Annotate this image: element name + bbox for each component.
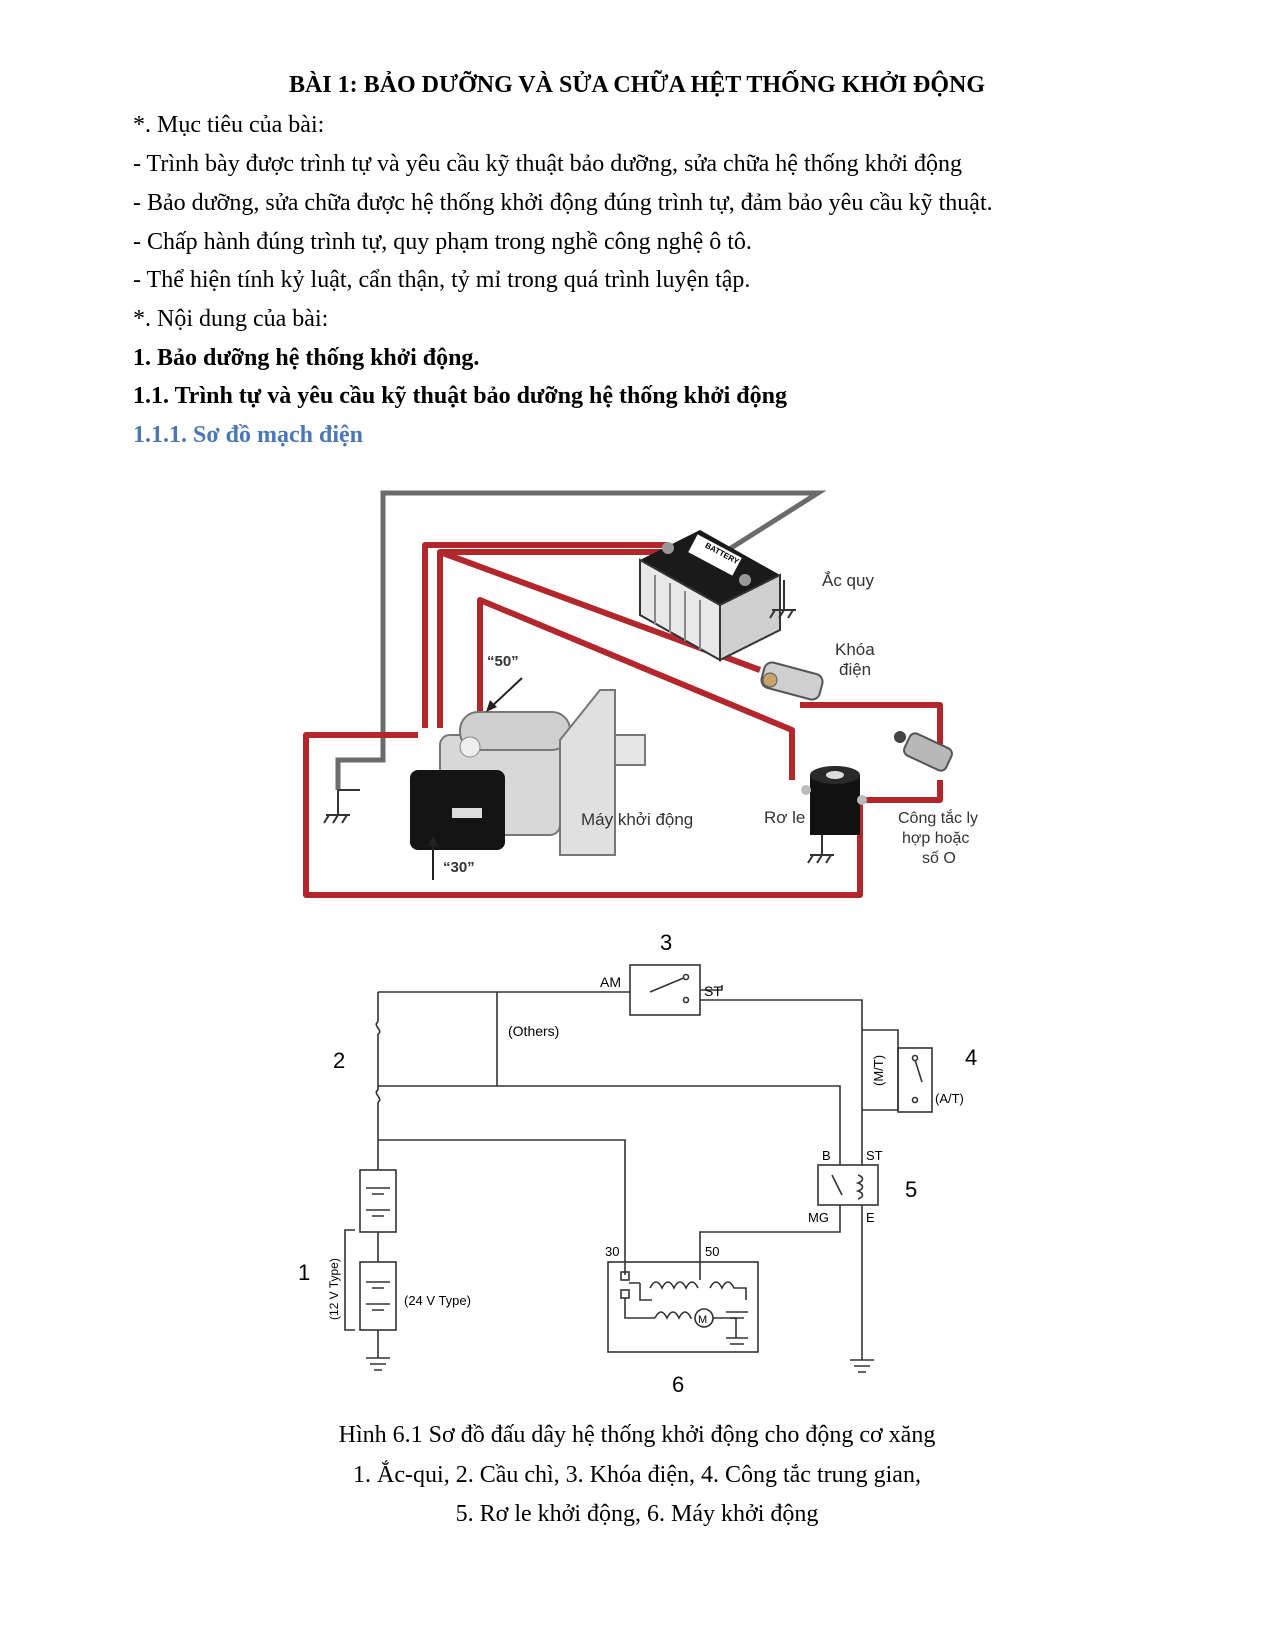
label-30: 30 bbox=[605, 1244, 619, 1259]
ignition-switch-icon bbox=[760, 661, 824, 701]
fuse-symbol bbox=[375, 1021, 381, 1035]
label-others: (Others) bbox=[508, 1023, 559, 1039]
label-2: 2 bbox=[333, 1048, 345, 1073]
figure-caption: 5. Rơ le khởi động, 6. Máy khởi động bbox=[455, 1501, 819, 1527]
label-12v: (12 V Type) bbox=[327, 1258, 341, 1320]
terminal-50-label: “50” bbox=[487, 653, 519, 670]
motor-symbol: M bbox=[698, 1314, 707, 1326]
label-3: 3 bbox=[660, 930, 672, 955]
objective-item: - Chấp hành đúng trình tự, quy phạm tron… bbox=[133, 229, 752, 255]
ignition-label: Khóa bbox=[835, 640, 875, 659]
relay-to-switch-wire bbox=[850, 780, 943, 803]
figure-caption: 1. Ắc-qui, 2. Cầu chì, 3. Khóa điện, 4. … bbox=[353, 1462, 921, 1488]
starter-motor-icon bbox=[410, 689, 646, 856]
label-am: AM bbox=[600, 974, 621, 990]
label-mg: MG bbox=[808, 1210, 829, 1225]
terminal-50-arrow bbox=[489, 677, 523, 709]
ground-symbol bbox=[769, 609, 796, 619]
objectives-heading: *. Mục tiêu của bài: bbox=[133, 112, 325, 138]
objective-item: - Bảo dưỡng, sửa chữa được hệ thống khởi… bbox=[133, 190, 993, 216]
label-6: 6 bbox=[672, 1372, 684, 1397]
label-24v: (24 V Type) bbox=[404, 1293, 471, 1308]
label-5: 5 bbox=[905, 1177, 917, 1202]
ground-wire bbox=[335, 490, 827, 790]
battery-label: Ắc quy bbox=[822, 571, 874, 590]
subsection-heading: 1.1. Trình tự và yêu cầu kỹ thuật bảo dư… bbox=[133, 383, 787, 409]
fuse-symbol bbox=[375, 1089, 381, 1103]
switch-label: số O bbox=[922, 850, 956, 867]
ground-symbol bbox=[323, 790, 350, 824]
label-b: B bbox=[822, 1148, 831, 1163]
label-st-switch: ST bbox=[704, 983, 722, 999]
terminal-30-label: “30” bbox=[443, 859, 475, 876]
neutral-switch-icon bbox=[894, 731, 953, 772]
content-heading: *. Nội dung của bài: bbox=[133, 306, 329, 332]
label-mt: (M/T) bbox=[871, 1055, 886, 1086]
objective-item: - Thể hiện tính kỷ luật, cẩn thận, tỷ mỉ… bbox=[133, 267, 751, 293]
battery-icon: BATTERY bbox=[639, 530, 781, 662]
figure-caption: Hình 6.1 Sơ đồ đấu dây hệ thống khởi độn… bbox=[338, 1422, 936, 1448]
battery-positive-wire bbox=[422, 542, 668, 728]
label-50: 50 bbox=[705, 1244, 719, 1259]
ground-symbol bbox=[366, 1357, 390, 1371]
ground-symbol bbox=[726, 1337, 748, 1345]
relay-label: Rơ le bbox=[764, 808, 805, 827]
ground-symbol bbox=[850, 1359, 874, 1373]
objective-item: - Trình bày được trình tự và yêu cầu kỹ … bbox=[133, 151, 962, 177]
label-at: (A/T) bbox=[935, 1091, 964, 1106]
ground-symbol bbox=[807, 854, 834, 864]
label-4: 4 bbox=[965, 1045, 977, 1070]
ignition-label: điện bbox=[839, 660, 871, 679]
switch-label: Công tắc ly bbox=[898, 808, 978, 827]
label-e: E bbox=[866, 1210, 875, 1225]
lesson-title: BÀI 1: BẢO DƯỠNG VÀ SỬA CHỮA HỆT THỐNG K… bbox=[288, 72, 986, 98]
relay-icon bbox=[801, 766, 867, 835]
subsubsection-heading: 1.1.1. Sơ đồ mạch điện bbox=[133, 422, 363, 448]
starter-label: Máy khởi động bbox=[581, 810, 693, 829]
section-heading: 1. Bảo dưỡng hệ thống khởi động. bbox=[133, 345, 480, 371]
switch-label: hợp hoặc bbox=[902, 830, 969, 847]
label-st-relay: ST bbox=[866, 1148, 883, 1163]
label-1: 1 bbox=[298, 1260, 310, 1285]
terminal-50-wire bbox=[477, 597, 795, 780]
